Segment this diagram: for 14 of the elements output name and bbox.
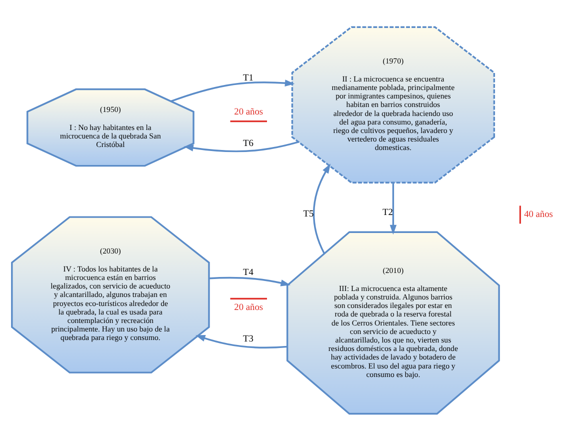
arrow xyxy=(390,182,397,234)
edge-label: T6 xyxy=(243,138,254,148)
label: 20 años xyxy=(234,302,264,313)
edge-label: T4 xyxy=(243,267,254,278)
arrow xyxy=(312,163,331,254)
arrow xyxy=(170,79,295,102)
arrow xyxy=(184,140,298,152)
edge-label: T2 xyxy=(382,208,393,218)
arrow xyxy=(196,334,288,348)
edge-label: T3 xyxy=(243,334,254,344)
edge-label: T1 xyxy=(243,72,254,83)
arrow xyxy=(209,276,290,286)
label: 40 años xyxy=(524,210,553,220)
label: 20 años xyxy=(234,107,264,118)
